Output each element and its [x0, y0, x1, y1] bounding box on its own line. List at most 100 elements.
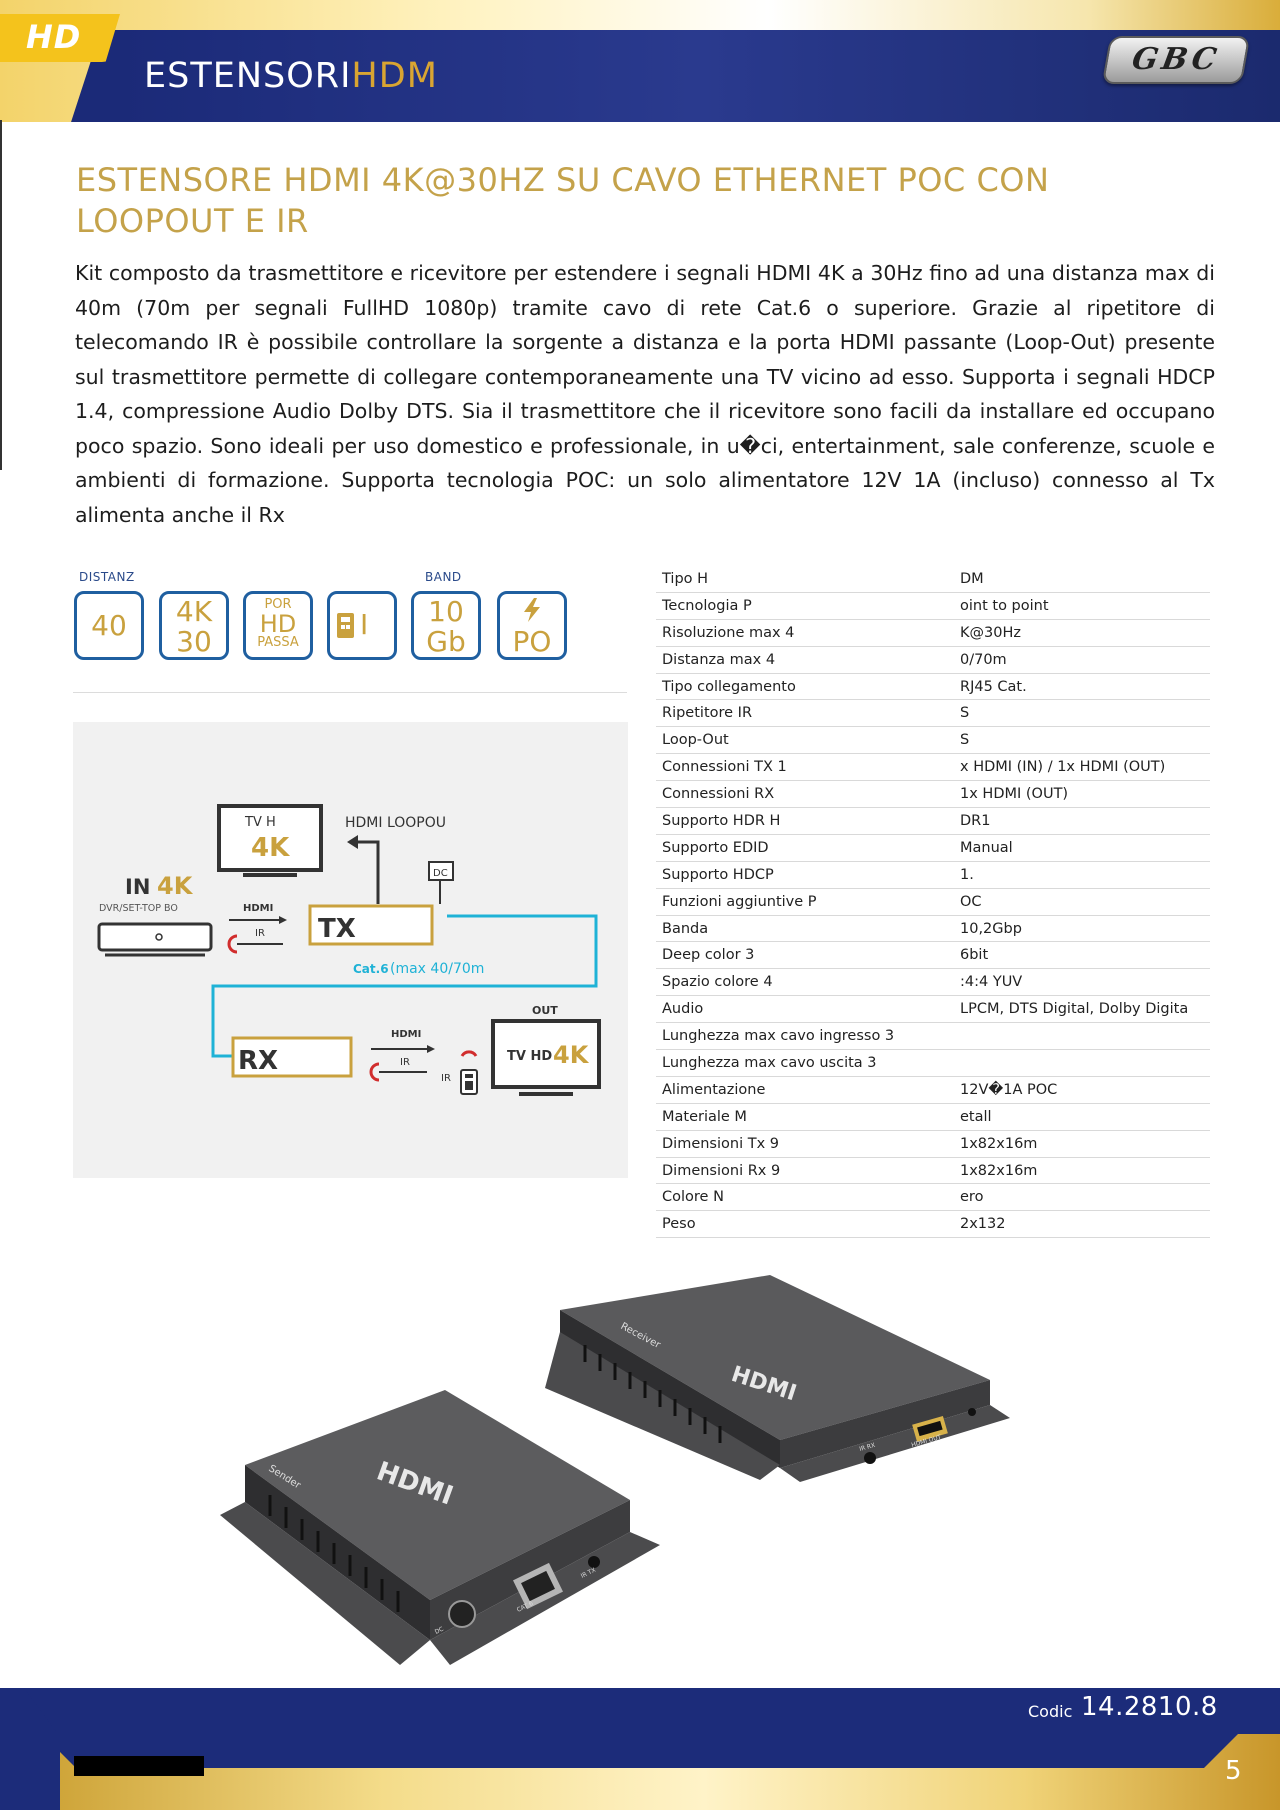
spec-key: Loop-Out	[662, 732, 729, 749]
spec-key: Peso	[662, 1216, 696, 1233]
product-photo: HDMI Receiver IR RX HDMI OUT HDMI Sender…	[220, 1275, 1010, 1665]
spec-key: Dimensioni Rx 9	[662, 1162, 781, 1179]
remote-icon	[337, 613, 354, 638]
spec-row: Supporto HDCP 1.	[656, 862, 1210, 889]
sender-ir-port	[588, 1556, 600, 1568]
spec-key: Alimentazione	[662, 1081, 766, 1098]
spec-row: Supporto HDR H DR1	[656, 808, 1210, 835]
spec-row: Peso 2x132	[656, 1211, 1210, 1239]
section-title: ESTENSORIHDM	[144, 56, 438, 96]
connection-diagram: TV H 4K HDMI LOOPOU DC IN 4K DVR/SET-TOP…	[97, 804, 601, 1096]
section-title-accent: HDM	[351, 56, 438, 96]
in-res: 4K	[157, 872, 194, 900]
spec-key: Funzioni aggiuntive P	[662, 893, 817, 910]
remote-control-icon	[460, 1069, 478, 1095]
cable-cat: Cat.6	[353, 962, 389, 976]
feature-divider	[73, 692, 627, 693]
spec-value: ero	[960, 1189, 984, 1206]
rx-ir-signal-icon	[369, 1062, 380, 1082]
spec-value: 0/70m	[960, 651, 1007, 668]
spec-value: DM	[960, 571, 984, 587]
spec-key: Dimensioni Tx 9	[662, 1135, 779, 1152]
feature-loopout-line2: HD	[259, 610, 297, 638]
tx-hdmi-arrowhead	[279, 916, 287, 924]
hd-badge	[0, 14, 120, 62]
spec-value: DR1	[960, 813, 991, 830]
feature-bandwidth-line2: Gb	[426, 625, 466, 658]
spec-key: Supporto HDR H	[662, 813, 781, 830]
spec-value: OC	[960, 893, 982, 910]
tv-bottom-label: TV HD	[507, 1049, 552, 1064]
spec-value: 1.	[960, 866, 974, 883]
spec-row: Lunghezza max cavo uscita 3	[656, 1050, 1210, 1077]
spec-key: Lunghezza max cavo uscita 3	[662, 1055, 877, 1072]
footer-redaction-bar	[74, 1756, 204, 1776]
spec-row: Lunghezza max cavo ingresso 3	[656, 1023, 1210, 1051]
spec-row: Dimensioni Tx 9 1x82x16m	[656, 1131, 1210, 1158]
section-title-main: ESTENSORI	[144, 56, 352, 96]
spec-key: Risoluzione max 4	[662, 624, 795, 641]
source-label: DVR/SET-TOP BO	[99, 903, 178, 914]
tv-top-label: TV H	[244, 815, 276, 830]
dc-box	[428, 861, 454, 881]
brand-logo: GBC	[1101, 36, 1251, 84]
feature-distance-value: 40	[91, 609, 127, 642]
product-title: ESTENSORE HDMI 4K@30HZ SU CAVO ETHERNET …	[76, 161, 1050, 240]
spec-key: Deep color 3	[662, 947, 755, 964]
feature-label-band: BAND	[425, 570, 462, 584]
left-edge-rule	[0, 120, 2, 470]
sender-vent-slots	[268, 1495, 400, 1612]
hd-badge-label: HD	[26, 18, 82, 56]
tv-top-icon	[217, 804, 323, 877]
tx-label: TX	[318, 914, 356, 944]
sender-dc-port	[448, 1600, 476, 1628]
spec-value: K@30Hz	[960, 624, 1021, 641]
spec-value: 1x82x16m	[960, 1135, 1038, 1152]
spec-row: Dimensioni Rx 9 1x82x16m	[656, 1158, 1210, 1185]
spec-value: Manual	[960, 839, 1013, 856]
spec-row: Funzioni aggiuntive P OC	[656, 889, 1210, 916]
spec-key: Audio	[662, 1001, 704, 1018]
feature-bandwidth-line1: 10	[428, 595, 464, 628]
spec-key: Supporto HDCP	[662, 866, 774, 883]
product-code-label: Codic	[1028, 1702, 1073, 1721]
tx-hdmi-label: HDMI	[243, 903, 273, 914]
receiver-ir-port	[864, 1452, 876, 1464]
spec-row: Loop-Out S	[656, 727, 1210, 755]
in-label: IN	[125, 875, 150, 899]
spec-value: x HDMI (IN) / 1x HDMI (OUT)	[960, 759, 1166, 776]
spec-key: Materiale M	[662, 1108, 747, 1125]
receiver-unit: HDMI Receiver IR RX HDMI OUT	[545, 1275, 1010, 1482]
loop-arrow-line	[358, 840, 380, 904]
tx-ir-label: IR	[255, 928, 265, 939]
spec-row: Risoluzione max 4 K@30Hz	[656, 620, 1210, 647]
feature-resolution-line2: 30	[176, 625, 212, 658]
receiver-ir-rx-label: IR RX	[859, 1442, 876, 1453]
spec-key: Distanza max 4	[662, 651, 776, 668]
spec-row: Distanza max 4 0/70m	[656, 647, 1210, 674]
feature-resolution-line1: 4K	[175, 595, 213, 628]
spec-value: oint to point	[960, 597, 1049, 614]
spec-value: 2x132	[960, 1216, 1006, 1233]
spec-value: etall	[960, 1108, 992, 1125]
rx-box	[231, 1036, 353, 1078]
tx-box	[308, 904, 434, 946]
feature-resolution-icon: 4K 30	[159, 591, 229, 660]
spec-value: 1x82x16m	[960, 1162, 1038, 1179]
tv-bottom-res: 4K	[553, 1041, 590, 1069]
spec-row: Materiale M etall	[656, 1104, 1210, 1131]
cable-label: (max 40/70m	[390, 961, 484, 977]
header-bar	[118, 30, 1280, 122]
page-number: 5	[1225, 1756, 1242, 1786]
spec-value: :4:4 YUV	[960, 974, 1023, 991]
spec-value: S	[960, 732, 970, 749]
